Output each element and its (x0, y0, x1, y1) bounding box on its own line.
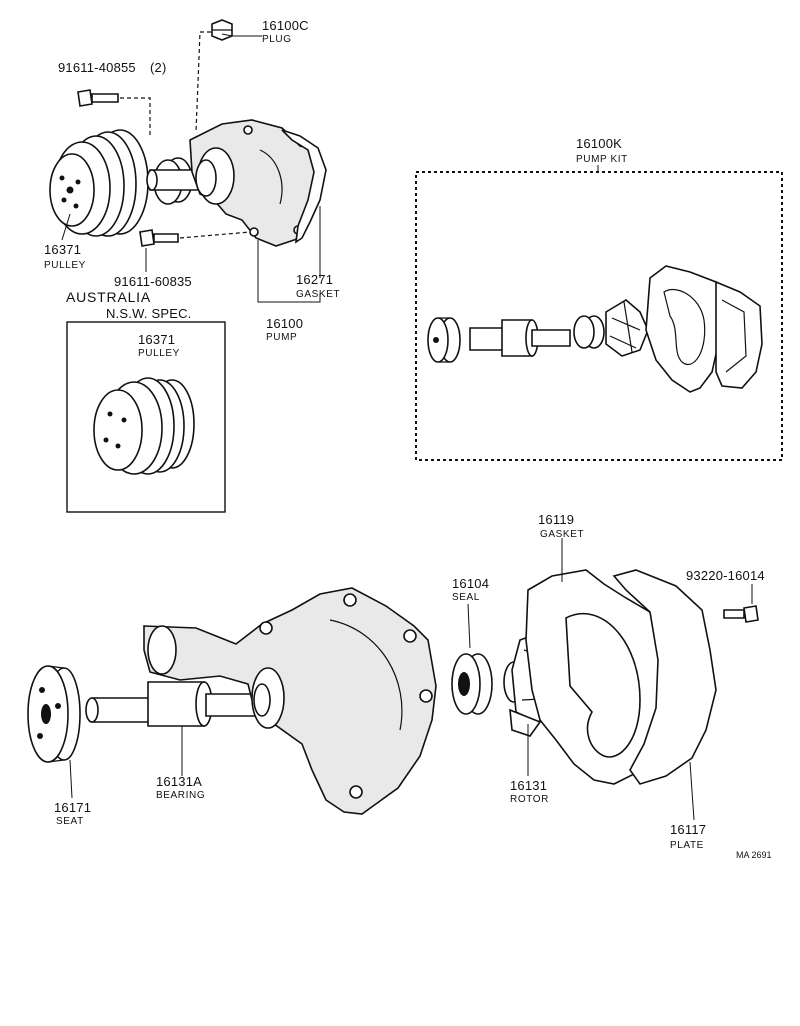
label-pulley-aus-name: PULLEY (138, 348, 180, 359)
label-gasket-lower-number: 16119 (538, 512, 574, 527)
label-pulley-aus-number: 16371 (138, 332, 175, 347)
label-plug-name: PLUG (262, 34, 292, 45)
label-seal-name: SEAL (452, 592, 480, 603)
label-bearing-number: 16131A (156, 774, 202, 789)
gasket-part-top[interactable] (281, 129, 327, 244)
label-nsw-spec: N.S.W. SPEC. (106, 306, 191, 321)
seat-part[interactable] (27, 665, 81, 763)
gasket-part-lower[interactable] (525, 569, 665, 785)
label-pump-kit-name: PUMP KIT (576, 154, 628, 165)
pump-body-lower[interactable] (143, 587, 437, 815)
seal-part[interactable] (451, 653, 493, 715)
bolt-part-lower[interactable] (139, 229, 179, 247)
label-gasket-lower-name: GASKET (540, 529, 584, 540)
label-australia: AUSTRALIA (66, 289, 151, 305)
label-seal-number: 16104 (452, 576, 489, 591)
label-pump-kit-number: 16100K (576, 136, 622, 151)
kit-bearing[interactable] (469, 319, 571, 357)
label-seat-name: SEAT (56, 816, 84, 827)
hub-part-top[interactable] (146, 157, 201, 205)
label-pulley-top-number: 16371 (44, 242, 81, 257)
label-rotor-number: 16131 (510, 778, 547, 793)
bearing-part[interactable] (85, 681, 261, 727)
label-screw-number: 93220-16014 (686, 568, 765, 583)
top-pump-assembly (49, 19, 327, 303)
australia-spec-frame (66, 321, 226, 513)
label-bearing-name: BEARING (156, 790, 205, 801)
label-pump-number: 16100 (266, 316, 303, 331)
screw-part[interactable] (723, 605, 759, 623)
plug-part-top[interactable] (211, 19, 233, 41)
label-plate-name: PLATE (670, 840, 704, 851)
diagram-code: MA 2691 (736, 850, 772, 860)
kit-plate[interactable] (715, 280, 763, 389)
plate-part[interactable] (612, 569, 717, 785)
pump-body-top[interactable] (189, 119, 325, 247)
kit-rotor[interactable] (605, 299, 649, 357)
kit-gasket[interactable] (645, 265, 721, 393)
label-gasket-top-number: 16271 (296, 272, 333, 287)
pump-kit-frame (415, 171, 783, 461)
kit-seal[interactable] (573, 315, 605, 349)
pulley-part-top[interactable] (49, 129, 149, 237)
label-pulley-top-name: PULLEY (44, 260, 86, 271)
lower-exploded-assembly (27, 538, 759, 821)
kit-seat[interactable] (427, 317, 461, 363)
label-plate-number: 16117 (670, 822, 706, 837)
label-pump-name: PUMP (266, 332, 297, 343)
label-bolt-lower-number: 91611-60835 (114, 274, 192, 289)
pump-kit-parts (427, 265, 763, 393)
pulley-part-australia[interactable] (93, 377, 195, 475)
label-bolt-top-qty: (2) (150, 60, 167, 75)
label-seat-number: 16171 (54, 800, 91, 815)
label-bolt-top-number: 91611-40855 (58, 60, 136, 75)
label-rotor-name: ROTOR (510, 794, 549, 805)
label-plug-number: 16100C (262, 18, 309, 33)
bolt-part-top[interactable] (77, 89, 119, 107)
label-gasket-top-name: GASKET (296, 289, 340, 300)
